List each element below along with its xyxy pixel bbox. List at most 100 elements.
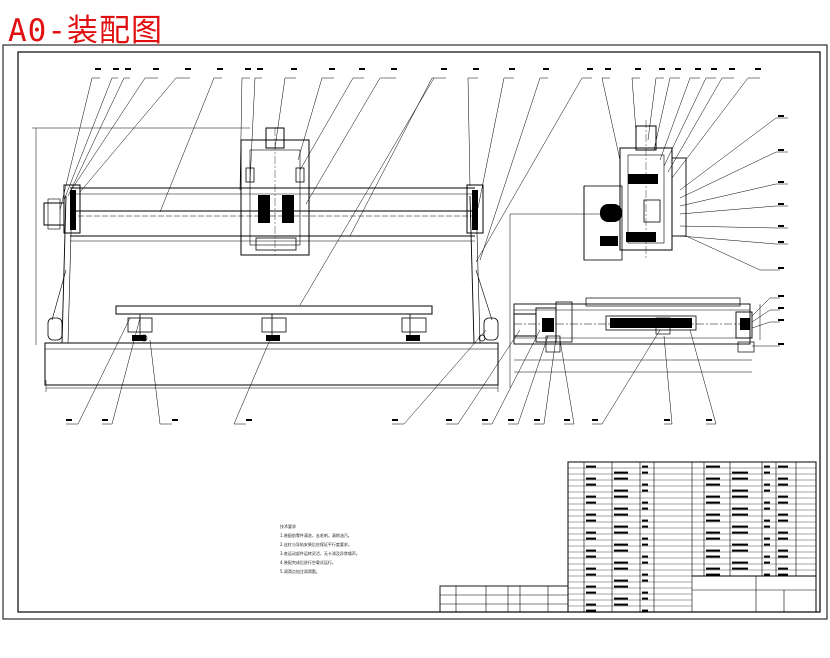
parts-cell-mark: [764, 507, 770, 510]
parts-cell-mark: [586, 537, 596, 540]
title-block: [439, 461, 817, 613]
parts-cell-mark: [614, 603, 628, 606]
parts-cell-mark: [586, 519, 596, 522]
parts-cell-mark: [614, 549, 628, 552]
parts-cell-mark: [732, 561, 748, 564]
balloon-mark: [185, 68, 191, 70]
parts-cell-mark: [614, 513, 628, 516]
balloon-mark: [441, 68, 447, 70]
balloon-mark: [778, 295, 784, 297]
balloon-mark: [711, 68, 717, 70]
parts-cell-mark: [732, 507, 748, 510]
parts-cell-mark: [706, 555, 720, 558]
parts-cell-mark: [706, 573, 720, 576]
balloon-mark: [695, 68, 701, 70]
parts-cell-mark: [586, 549, 596, 552]
balloon-mark: [329, 68, 335, 70]
parts-cell-mark: [732, 549, 748, 552]
parts-cell-mark: [732, 567, 748, 570]
parts-cell-mark: [778, 555, 788, 558]
parts-cell-mark: [614, 525, 628, 528]
parts-cell-mark: [764, 483, 770, 486]
parts-cell-mark: [764, 543, 770, 546]
parts-cell-mark: [764, 561, 770, 564]
balloon-mark: [509, 68, 515, 70]
parts-cell-mark: [642, 591, 648, 594]
technical-notes: 技术要求 1.装配前零件清洗，去毛刺，清除油污。 2.丝杠与导轨安装后应保证平行…: [280, 522, 360, 576]
parts-cell-mark: [706, 537, 720, 540]
parts-cell-mark: [706, 501, 720, 504]
parts-cell-mark: [586, 585, 596, 588]
parts-cell-mark: [764, 519, 770, 522]
parts-cell-mark: [614, 597, 628, 600]
parts-cell-mark: [586, 477, 596, 480]
parts-cell-mark: [642, 501, 648, 504]
parts-cell-mark: [614, 567, 628, 570]
parts-cell-mark: [706, 519, 720, 522]
parts-cell-mark: [764, 573, 770, 576]
parts-cell-mark: [778, 537, 788, 540]
parts-cell-mark: [764, 537, 770, 540]
balloon-mark: [66, 419, 72, 421]
parts-cell-mark: [778, 567, 788, 570]
balloon-mark: [664, 419, 670, 421]
balloon-mark: [257, 68, 263, 70]
parts-cell-mark: [706, 531, 720, 534]
parts-cell-mark: [764, 555, 770, 558]
parts-cell-mark: [586, 513, 596, 516]
parts-cell-mark: [778, 477, 788, 480]
drawing-title: A0-装配图: [8, 13, 163, 49]
parts-cell-mark: [778, 483, 788, 486]
balloon-mark: [605, 68, 611, 70]
balloon-mark: [659, 68, 665, 70]
parts-cell-mark: [586, 555, 596, 558]
parts-cell-mark: [778, 531, 788, 534]
parts-cell-mark: [732, 531, 748, 534]
parts-cell-mark: [732, 543, 748, 546]
parts-cell-mark: [778, 519, 788, 522]
outer-border: [2, 44, 828, 620]
parts-cell-mark: [642, 609, 648, 612]
parts-cell-mark: [614, 507, 628, 510]
parts-cell-mark: [778, 465, 788, 468]
parts-cell-mark: [706, 465, 720, 468]
parts-cell-mark: [642, 543, 648, 546]
parts-cell-mark: [614, 543, 628, 546]
balloon-mark: [102, 419, 108, 421]
side-view: [509, 77, 788, 388]
parts-cell-mark: [614, 531, 628, 534]
balloon-mark: [778, 307, 784, 309]
balloon-mark: [473, 68, 479, 70]
balloon-mark: [778, 343, 784, 345]
technical-note-line: 3.各运动部件运转灵活，无卡滞及异常噪声。: [280, 551, 360, 556]
balloon-mark: [95, 68, 101, 70]
balloon-mark: [587, 68, 593, 70]
front-view: [32, 77, 592, 425]
parts-cell-mark: [642, 483, 648, 486]
parts-cell-mark: [586, 495, 596, 498]
balloon-mark: [778, 203, 784, 205]
parts-cell-mark: [764, 465, 770, 468]
parts-cell-mark: [586, 501, 596, 504]
balloon-mark: [391, 68, 397, 70]
parts-cell-mark: [642, 597, 648, 600]
parts-cell-mark: [642, 519, 648, 522]
parts-cell-mark: [764, 489, 770, 492]
parts-cell-mark: [778, 513, 788, 516]
parts-cell-mark: [614, 477, 628, 480]
balloon-mark: [291, 68, 297, 70]
parts-cell-mark: [586, 465, 596, 468]
parts-cell-mark: [764, 471, 770, 474]
balloon-mark: [217, 68, 223, 70]
parts-cell-mark: [614, 471, 628, 474]
parts-list-marks: [586, 465, 788, 612]
parts-cell-mark: [732, 525, 748, 528]
balloon-mark: [729, 68, 735, 70]
parts-cell-mark: [706, 495, 720, 498]
parts-cell-mark: [706, 567, 720, 570]
balloon-mark: [359, 68, 365, 70]
balloon-mark: [392, 419, 398, 421]
parts-cell-mark: [764, 525, 770, 528]
